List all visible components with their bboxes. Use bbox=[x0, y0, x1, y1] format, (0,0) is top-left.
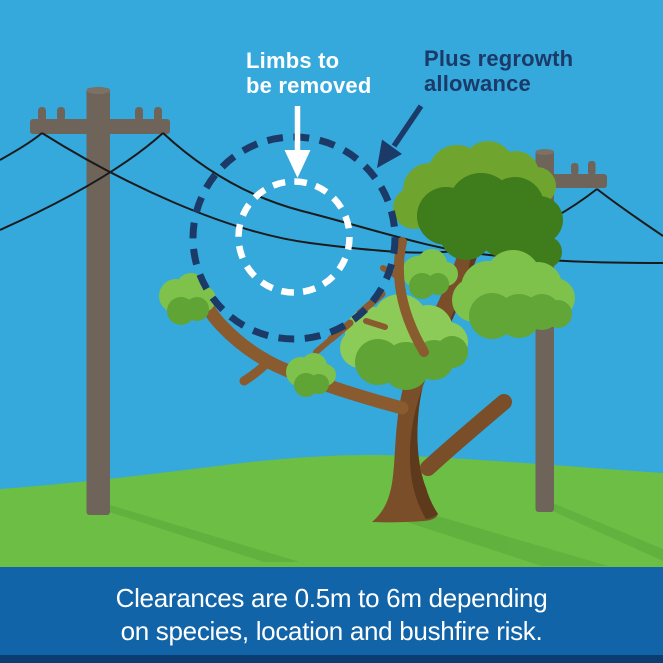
pole-shaft bbox=[86, 88, 110, 515]
clump-light bbox=[286, 353, 336, 387]
cut-twig-stub bbox=[313, 338, 332, 355]
foliage-cluster-top bbox=[393, 141, 563, 268]
branch-fork bbox=[239, 357, 273, 386]
arrow-head bbox=[284, 150, 311, 178]
clump-light bbox=[159, 273, 216, 313]
cut-twig-stub bbox=[363, 318, 388, 330]
foliage-clump-left bbox=[159, 273, 216, 325]
clump-shade bbox=[294, 373, 329, 397]
regrowth-label-line2: allowance bbox=[424, 71, 531, 96]
power-line-wire bbox=[596, 188, 663, 237]
right-pole-shadow bbox=[537, 504, 663, 561]
down-arrow-icon bbox=[284, 106, 311, 178]
diagonal-arrow-icon bbox=[377, 104, 424, 168]
regrowth-allowance-circle bbox=[189, 133, 399, 343]
insulator-peg bbox=[135, 107, 143, 121]
power-line-wire bbox=[0, 132, 164, 231]
foliage-bump bbox=[309, 374, 329, 394]
foliage-bump bbox=[440, 208, 492, 260]
limbs-label: Limbs to be removed bbox=[246, 48, 372, 98]
foliage-clump-branch bbox=[286, 353, 336, 397]
utility-pole-left bbox=[30, 86, 170, 515]
limbs-label-line1: Limbs to bbox=[246, 48, 340, 73]
footer-band bbox=[0, 567, 663, 663]
footer-caption: Clearances are 0.5m to 6m depending on s… bbox=[0, 582, 663, 648]
tree bbox=[159, 141, 575, 523]
crossarm bbox=[30, 119, 170, 134]
right-limb bbox=[420, 394, 512, 476]
clump-shade bbox=[167, 297, 209, 325]
branches bbox=[200, 237, 429, 415]
foliage-cluster-small-shade bbox=[409, 273, 449, 299]
foliage-bump bbox=[544, 300, 572, 328]
insulator-peg bbox=[38, 107, 46, 121]
foliage-bump bbox=[427, 273, 449, 295]
upper-branchlet bbox=[393, 237, 429, 357]
regrowth-label: Plus regrowth allowance bbox=[424, 46, 573, 96]
foliage-cluster-right bbox=[452, 250, 575, 339]
insulator-peg bbox=[154, 107, 162, 121]
footer-caption-line1: Clearances are 0.5m to 6m depending bbox=[115, 583, 548, 613]
ground-shadows bbox=[88, 504, 663, 566]
cluster-shade bbox=[469, 293, 572, 339]
arrow-head bbox=[377, 139, 402, 168]
pole-cap bbox=[86, 86, 110, 95]
foliage-bump bbox=[436, 336, 468, 368]
pole-cap bbox=[535, 149, 554, 155]
tree-trunk-shading bbox=[409, 236, 482, 519]
footer-bottom-strip bbox=[0, 655, 663, 663]
insulator-peg bbox=[57, 107, 65, 121]
arrow-shaft bbox=[391, 104, 424, 148]
cluster-shade bbox=[417, 173, 563, 268]
limbs-removed-circle bbox=[235, 178, 353, 296]
insulator-peg bbox=[571, 163, 579, 175]
power-line-wire bbox=[0, 132, 43, 161]
foliage-bump bbox=[185, 297, 209, 321]
foliage-bump bbox=[530, 236, 562, 268]
insulator-peg bbox=[588, 161, 596, 175]
limbs-label-line2: be removed bbox=[246, 73, 372, 98]
regrowth-label-line1: Plus regrowth bbox=[424, 46, 574, 71]
left-pole-shadow bbox=[88, 505, 300, 562]
power-line-wire bbox=[162, 132, 663, 264]
footer-caption-line2: on species, location and bushfire risk. bbox=[120, 616, 543, 646]
tree-shadow bbox=[385, 515, 608, 566]
